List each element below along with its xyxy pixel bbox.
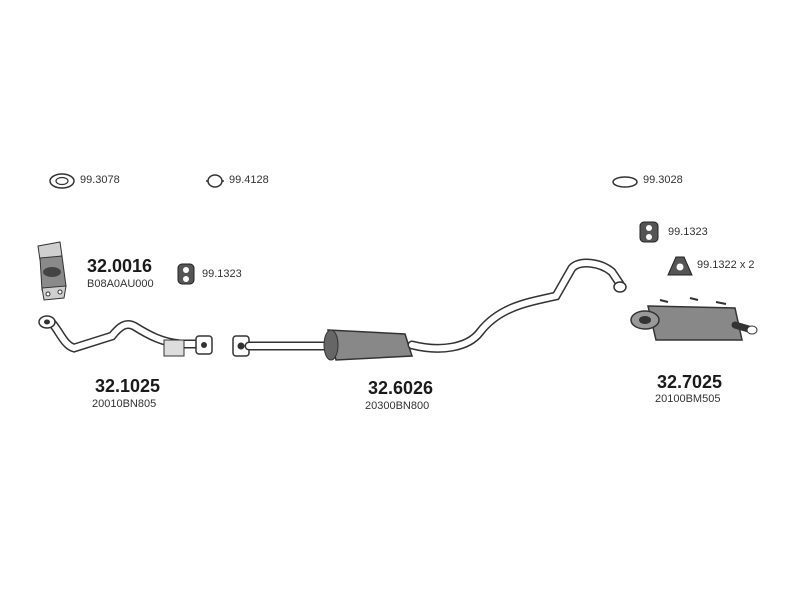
ring-icon [206,174,224,188]
rubber-hanger-icon [639,221,659,243]
rubber-mount-icon [667,256,693,276]
front-pipe-part-number: 32.1025 [95,376,161,396]
rear-silencer-part-number: 32.7025 [657,372,723,392]
ring-label: 99.4128 [229,174,269,186]
gasket-icon [612,176,638,188]
gasket-icon [49,173,75,189]
front-pipe-drawing [38,315,213,357]
middle-silencer-part-number: 32.6026 [368,378,434,398]
gasket-label: 99.3078 [80,174,120,186]
rubber-hanger-icon [177,263,195,285]
catalytic-converter-drawing [37,241,67,301]
front-pipe-oem-number: 20010BN805 [92,398,157,410]
catalyst-part-number: 32.0016 [87,256,153,276]
rear-silencer-drawing [630,297,758,341]
middle-silencer-oem-number: 20300BN800 [365,400,430,412]
middle-silencer-drawing [232,258,627,361]
rear-silencer-oem-number: 20100BM505 [655,393,721,405]
hanger-label: 99.1323 [668,226,708,238]
hanger-label: 99.1323 [202,268,242,280]
gasket-label: 99.3028 [643,174,683,186]
catalyst-oem-number: B08A0AU000 [87,278,154,290]
hanger-label: 99.1322 x 2 [697,259,755,271]
